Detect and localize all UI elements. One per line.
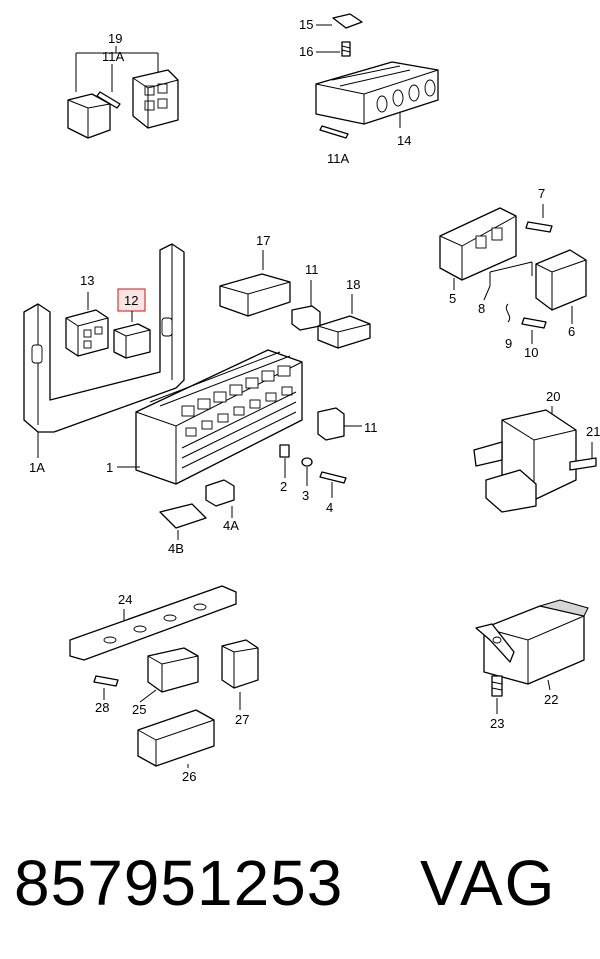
part-24-group: 24 28 25 27 26 [69, 585, 259, 784]
part-14-group: 15 16 14 11A [299, 13, 439, 166]
label-25: 25 [132, 702, 146, 717]
label-7: 7 [538, 186, 545, 201]
footer: 857951253 VAG [0, 838, 600, 948]
part-20-group: 20 21 [473, 389, 600, 513]
label-11A-mid: 11A [327, 151, 349, 166]
label-21: 21 [586, 424, 600, 439]
label-17: 17 [256, 233, 270, 248]
label-5: 5 [449, 291, 456, 306]
label-4B: 4B [168, 541, 184, 556]
label-12: 12 [124, 293, 138, 308]
label-1A: 1A [29, 460, 45, 475]
part-17-group: 17 11 18 [219, 233, 371, 349]
part-number: 857951253 [14, 847, 344, 919]
label-16: 16 [299, 44, 313, 59]
label-10: 10 [524, 345, 538, 360]
label-20: 20 [546, 389, 560, 404]
label-11-upper: 11 [305, 262, 319, 277]
part-22-group: 22 23 [475, 599, 589, 731]
label-19: 19 [108, 31, 122, 46]
label-26: 26 [182, 769, 196, 784]
parts-diagram: 19 11A 15 16 14 11A [23, 13, 600, 784]
label-3: 3 [302, 488, 309, 503]
label-18: 18 [346, 277, 360, 292]
label-24: 24 [118, 592, 132, 607]
label-1: 1 [106, 460, 113, 475]
label-2: 2 [280, 479, 287, 494]
label-15: 15 [299, 17, 313, 32]
label-14: 14 [397, 133, 411, 148]
label-22: 22 [544, 692, 558, 707]
label-11A-top: 11A [102, 49, 124, 64]
label-28: 28 [95, 700, 109, 715]
part-5-group: 7 5 8 6 9 10 [439, 186, 587, 360]
fuse-box-relay-slots [181, 365, 297, 469]
label-4A: 4A [223, 518, 239, 533]
part-1-group: 1A 13 12 [23, 243, 378, 556]
part-19-group: 19 11A [67, 31, 179, 139]
label-9: 9 [505, 336, 512, 351]
label-4: 4 [326, 500, 333, 515]
label-6: 6 [568, 324, 575, 339]
brand-name: VAG [420, 847, 557, 919]
label-8: 8 [478, 301, 485, 316]
label-13: 13 [80, 273, 94, 288]
label-23: 23 [490, 716, 504, 731]
label-11-lower: 11 [364, 420, 378, 435]
label-27: 27 [235, 712, 249, 727]
